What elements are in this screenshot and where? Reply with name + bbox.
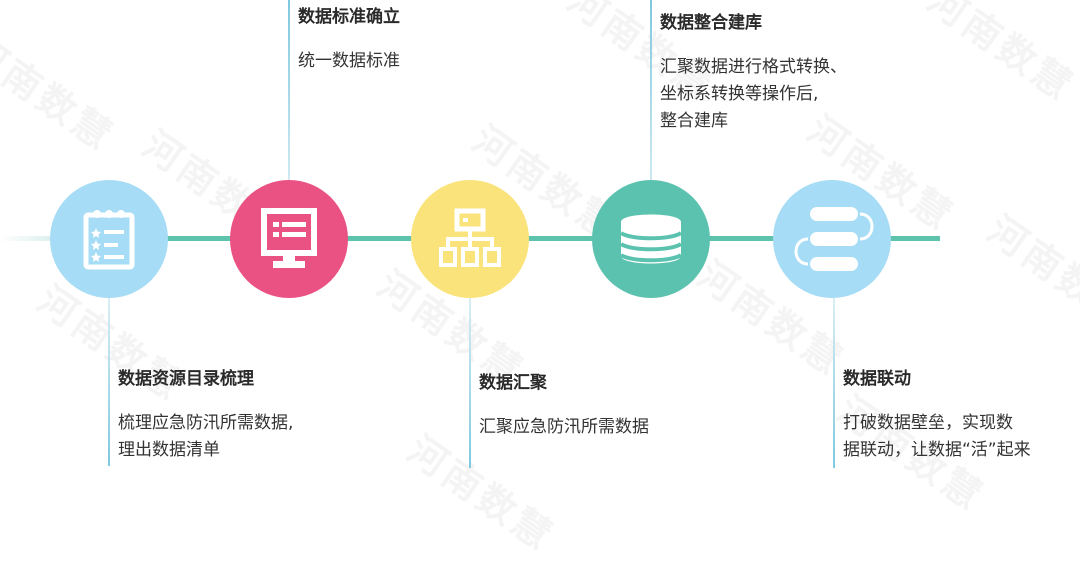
step-description: 打破数据壁垒，实现数 据联动，让数据“活”起来 bbox=[843, 413, 1031, 460]
connector-line bbox=[108, 298, 110, 466]
step-card-1: 数据资源目录梳理 梳理应急防汛所需数据, 理出数据清单 bbox=[118, 368, 293, 464]
hierarchy-icon bbox=[439, 208, 501, 267]
data-link-icon bbox=[794, 207, 874, 271]
database-icon bbox=[619, 214, 683, 264]
step-node-5 bbox=[773, 180, 891, 298]
step-title: 数据汇聚 bbox=[479, 373, 547, 393]
step-card-5: 数据联动 打破数据壁垒，实现数 据联动，让数据“活”起来 bbox=[843, 368, 1031, 464]
step-node-4 bbox=[592, 180, 710, 298]
checklist-icon bbox=[83, 210, 135, 270]
step-description: 汇聚应急防汛所需数据 bbox=[479, 417, 649, 437]
step-title: 数据联动 bbox=[843, 369, 911, 389]
step-card-2: 数据标准确立 统一数据标准 bbox=[298, 6, 400, 75]
step-description: 梳理应急防汛所需数据, 理出数据清单 bbox=[118, 413, 294, 460]
monitor-list-icon bbox=[261, 208, 317, 268]
step-node-1 bbox=[50, 180, 168, 298]
step-node-2 bbox=[230, 180, 348, 298]
step-card-4: 数据整合建库 汇聚数据进行格式转换、 坐标系转换等操作后, 整合建库 bbox=[660, 12, 847, 135]
step-node-3 bbox=[411, 180, 529, 298]
step-title: 数据整合建库 bbox=[660, 13, 762, 33]
step-card-3: 数据汇聚 汇聚应急防汛所需数据 bbox=[479, 372, 649, 441]
connector-line bbox=[288, 0, 290, 182]
step-title: 数据资源目录梳理 bbox=[118, 369, 254, 389]
step-description: 汇聚数据进行格式转换、 坐标系转换等操作后, 整合建库 bbox=[660, 57, 847, 131]
watermark: 河南数慧 bbox=[919, 0, 1080, 110]
timeline-line bbox=[150, 236, 940, 241]
connector-line bbox=[650, 0, 652, 182]
connector-line bbox=[469, 298, 471, 468]
connector-line bbox=[833, 298, 835, 468]
watermark: 河南数慧 bbox=[0, 27, 123, 160]
timeline-fade bbox=[0, 236, 60, 241]
watermark: 河南数慧 bbox=[979, 207, 1080, 340]
step-description: 统一数据标准 bbox=[298, 51, 400, 71]
watermark: 河南数慧 bbox=[399, 427, 563, 560]
step-title: 数据标准确立 bbox=[298, 7, 400, 27]
